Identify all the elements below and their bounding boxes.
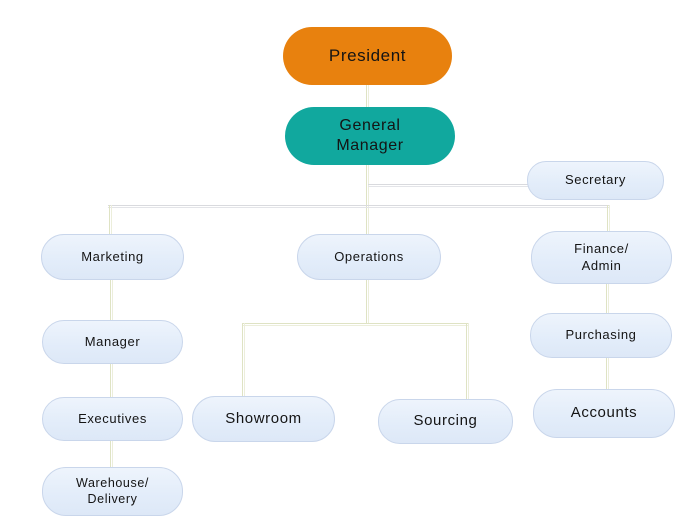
node-secretary[interactable]: Secretary [527,161,664,200]
connector-secretary-branch [368,184,528,187]
node-manager-label: Manager [84,333,141,349]
connector-executives-warehouse [110,441,113,467]
node-showroom[interactable]: Showroom [192,396,335,442]
node-sourcing[interactable]: Sourcing [378,399,513,444]
node-accounts-label: Accounts [570,404,638,422]
connector-marketing-manager [110,280,113,320]
node-secretary-label: Secretary [564,172,627,188]
node-president[interactable]: President [283,27,452,85]
connector-drop-marketing [109,205,112,234]
connector-purchasing-accounts [606,358,609,389]
node-warehouse-delivery[interactable]: Warehouse/ Delivery [42,467,183,516]
node-executives[interactable]: Executives [42,397,183,441]
node-warehouse-delivery-label: Warehouse/ Delivery [76,475,149,506]
node-general-manager-label: General Manager [336,117,404,154]
connector-drop-showroom [242,323,245,396]
connector-manager-executives [110,364,113,397]
connector-drop-finance [607,205,610,231]
node-operations-label: Operations [334,248,404,264]
node-showroom-label: Showroom [225,409,302,427]
node-sourcing-label: Sourcing [413,412,478,430]
node-purchasing-label: Purchasing [565,327,637,343]
node-marketing-label: Marketing [81,248,144,264]
node-manager[interactable]: Manager [42,320,183,364]
node-accounts[interactable]: Accounts [533,389,675,438]
node-president-label: President [328,46,407,66]
connector-operations-tbar [366,280,369,324]
node-purchasing[interactable]: Purchasing [530,313,672,358]
node-finance-admin[interactable]: Finance/ Admin [531,231,672,284]
connector-gm-trunk [366,165,369,234]
connector-drop-sourcing [466,323,469,399]
node-finance-admin-label: Finance/ Admin [574,241,629,273]
connector-finance-purchasing [606,284,609,313]
node-executives-label: Executives [78,410,147,426]
node-marketing[interactable]: Marketing [41,234,184,280]
connector-operations-bar [242,323,468,326]
connector-main-bar [108,205,610,208]
node-operations[interactable]: Operations [297,234,441,280]
connector-president-gm [366,85,369,107]
node-general-manager[interactable]: General Manager [285,107,455,165]
